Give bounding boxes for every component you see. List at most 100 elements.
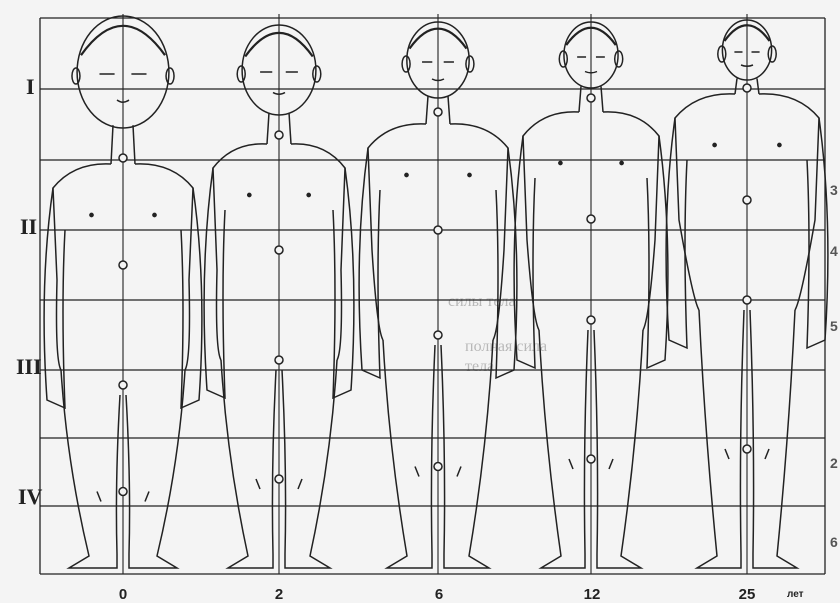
- figure-age-6-torso-right: [450, 124, 508, 340]
- figure-age-6-neck-right: [448, 96, 450, 124]
- figure-age-25-left-nipple: [713, 143, 716, 146]
- figure-age-25-marker-1: [743, 196, 751, 204]
- figure-age-6-marker-2: [434, 331, 442, 339]
- figure-age-6-marker-3: [434, 463, 442, 471]
- figure-age-6-left-leg: [383, 340, 435, 568]
- edge-mark-5: 6: [830, 534, 838, 550]
- figure-age-0-right-leg: [126, 370, 185, 568]
- figure-age-6-right-ear: [466, 56, 474, 72]
- figure-age-0-left-ear: [72, 68, 80, 84]
- figure-age-25-right-knee: [765, 449, 769, 459]
- figure-age-6-right-nipple: [468, 173, 471, 176]
- section-label-1: I: [26, 74, 35, 100]
- figure-age-12-torso-left: [523, 112, 579, 330]
- figure-age-2-neck-left: [267, 113, 269, 144]
- figure-age-0-marker-1: [119, 261, 127, 269]
- figure-age-25-right-nipple: [778, 143, 781, 146]
- age-unit-label: лет: [787, 589, 804, 600]
- figure-age-12-neck-right: [601, 86, 603, 112]
- figure-age-2-marker-1: [275, 246, 283, 254]
- figure-age-6-right-knee: [457, 467, 461, 477]
- figures-group: [44, 14, 828, 574]
- figure-age-12-right-leg: [594, 330, 643, 568]
- figure-age-2-left-knee: [256, 479, 260, 489]
- figure-age-6-marker-0: [434, 108, 442, 116]
- figure-age-25-left-knee: [725, 449, 729, 459]
- figure-age-12-right-nipple: [620, 161, 623, 164]
- figure-age-0-right-nipple: [153, 213, 156, 216]
- figure-age-2-left-leg: [221, 360, 276, 568]
- figure-age-6-right-leg: [441, 340, 493, 568]
- edge-mark-1: 3: [830, 182, 838, 198]
- figure-age-12-marker-1: [587, 215, 595, 223]
- figure-age-2-marker-0: [275, 131, 283, 139]
- figure-age-12-torso-right: [603, 112, 659, 330]
- figure-age-0-neck-right: [133, 125, 135, 164]
- figure-age-25-left-leg: [697, 310, 744, 568]
- figure-age-12-left-leg: [539, 330, 588, 568]
- age-label-0: 0: [103, 586, 143, 603]
- edge-mark-4: 2: [830, 455, 838, 471]
- figure-age-2-left-nipple: [248, 193, 251, 196]
- edge-mark-3: 5: [830, 318, 838, 334]
- figure-age-12-marker-2: [587, 316, 595, 324]
- figure-age-25-marker-3: [743, 445, 751, 453]
- figure-age-25-torso-left: [675, 94, 735, 310]
- figure-age-0-left-leg: [61, 370, 120, 568]
- figure-age-2-left-ear: [237, 66, 245, 82]
- figure-age-0-left-knee: [97, 492, 101, 502]
- figure-age-0-torso-left: [53, 164, 111, 370]
- grid-lines: [40, 18, 825, 574]
- edge-mark-2: 4: [830, 243, 838, 259]
- figure-age-0-left-nipple: [90, 213, 93, 216]
- figure-age-2-marker-3: [275, 475, 283, 483]
- figure-age-2-right-leg: [282, 360, 337, 568]
- figure-age-0-marker-3: [119, 488, 127, 496]
- figure-age-2-right-ear: [313, 66, 321, 82]
- figure-age-0-marker-0: [119, 154, 127, 162]
- section-label-3: III: [16, 354, 42, 380]
- figure-age-25-marker-2: [743, 296, 751, 304]
- figure-age-12-marker-0: [587, 94, 595, 102]
- figure-age-25-neck-left: [735, 79, 737, 95]
- figure-age-2-right-nipple: [307, 193, 310, 196]
- figure-age-2-right-knee: [298, 479, 302, 489]
- figure-age-25-torso-right: [759, 94, 819, 310]
- figure-age-6-left-ear: [402, 56, 410, 72]
- figure-age-12-left-nipple: [559, 161, 562, 164]
- figure-age-6-torso-left: [368, 124, 426, 340]
- figure-age-2-torso-left: [213, 144, 267, 360]
- age-label-25: 25: [727, 586, 767, 603]
- figure-age-2-torso-right: [291, 144, 345, 360]
- figure-age-0-right-knee: [145, 492, 149, 502]
- figure-age-0-marker-2: [119, 381, 127, 389]
- figure-age-2-neck-right: [289, 113, 291, 144]
- age-label-6: 6: [419, 586, 459, 603]
- figure-age-6: [359, 14, 517, 574]
- figure-age-25-marker-0: [743, 84, 751, 92]
- figure-age-25-right-leg: [750, 310, 797, 568]
- figure-age-2-marker-2: [275, 356, 283, 364]
- figure-age-0-torso-right: [135, 164, 193, 370]
- figure-age-6-left-knee: [415, 467, 419, 477]
- figure-age-0-right-ear: [166, 68, 174, 84]
- figure-age-25-neck-right: [757, 79, 759, 95]
- figure-age-6-left-nipple: [405, 173, 408, 176]
- figure-age-12-marker-3: [587, 455, 595, 463]
- figure-age-12: [514, 14, 668, 574]
- figure-age-0: [44, 14, 202, 574]
- figure-age-2: [204, 14, 354, 574]
- figure-age-0-neck-left: [111, 125, 113, 164]
- figure-age-6-neck-left: [426, 96, 428, 124]
- section-label-4: IV: [18, 484, 42, 510]
- age-label-2: 2: [259, 586, 299, 603]
- figure-age-12-neck-left: [579, 86, 581, 112]
- figure-age-12-left-knee: [569, 459, 573, 469]
- figure-age-6-marker-1: [434, 226, 442, 234]
- age-label-12: 12: [572, 586, 612, 603]
- figure-age-12-right-knee: [609, 459, 613, 469]
- section-label-2: II: [20, 214, 37, 240]
- figure-age-25: [666, 14, 828, 574]
